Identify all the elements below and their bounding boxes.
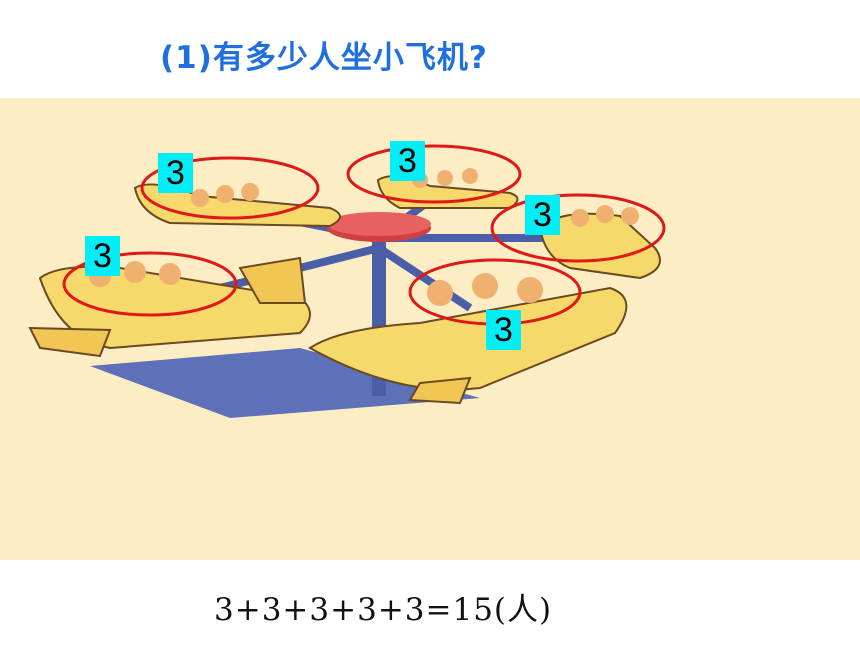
count-badge-5: 3 [486, 310, 521, 350]
group-ellipse-4 [62, 251, 238, 317]
count-badge-1: 3 [158, 153, 193, 193]
answer-equation: 3+3+3+3+3=15(人) [214, 592, 553, 628]
group-ellipse-3 [490, 193, 666, 263]
question-title: (1)有多少人坐小飞机? [160, 40, 488, 76]
count-badge-2: 3 [390, 141, 425, 181]
carousel-illustration: 3 3 3 3 3 [0, 98, 860, 560]
group-ellipses [62, 144, 666, 326]
carousel-base [90, 348, 480, 418]
plane-bottom-right [308, 273, 628, 405]
carousel-drawing [28, 144, 666, 418]
plane-left [28, 256, 311, 358]
count-badge-3: 3 [525, 195, 560, 235]
top-disc-highlight [327, 212, 431, 236]
count-badge-4: 3 [85, 236, 120, 276]
group-ellipse-2 [346, 144, 522, 204]
group-ellipse-1 [140, 156, 320, 220]
